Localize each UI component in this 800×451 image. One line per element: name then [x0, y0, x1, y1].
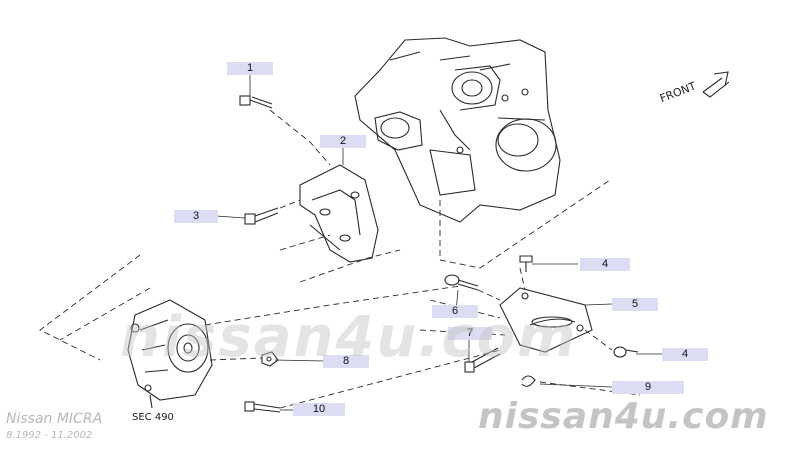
front-arrow: [702, 71, 730, 98]
callout-part-9: 9: [612, 381, 684, 394]
bolt-part-4-lower: [613, 346, 639, 358]
engine-block: [354, 37, 561, 223]
bolt-part-7: [464, 347, 501, 373]
nut-part-8: [261, 351, 279, 367]
bolt-part-3: [244, 207, 279, 225]
bolt-part-6: [444, 274, 479, 291]
callout-part-5: 5: [612, 298, 658, 311]
callout-part-10: 10: [293, 403, 345, 416]
callout-part-4-lower: 4: [662, 348, 708, 361]
callout-part-7: 7: [448, 327, 492, 340]
alternator-assembly: [127, 299, 213, 409]
watermark-footer: nissan4u.com: [478, 396, 769, 437]
callout-part-6: 6: [432, 305, 478, 318]
bolt-part-1: [239, 95, 273, 109]
vehicle-label: Nissan MICRA: [6, 411, 103, 427]
clip-part-9: [521, 375, 536, 387]
callout-part-2: 2: [320, 135, 366, 148]
sec-label: SEC 490: [132, 412, 174, 423]
callout-part-8: 8: [323, 355, 369, 368]
bolt-part-4-upper: [519, 255, 533, 272]
watermark-center: nissan4u.com: [120, 305, 578, 370]
bracket-part-2: [299, 164, 379, 263]
callout-part-3: 3: [174, 210, 218, 223]
bracket-part-5: [499, 287, 593, 353]
bolt-part-10: [244, 401, 281, 413]
callout-part-4-upper: 4: [580, 258, 630, 271]
period-label: 8.1992 - 11.2002: [6, 430, 93, 441]
leader-lines: [215, 75, 662, 411]
callout-part-1: 1: [227, 62, 273, 75]
